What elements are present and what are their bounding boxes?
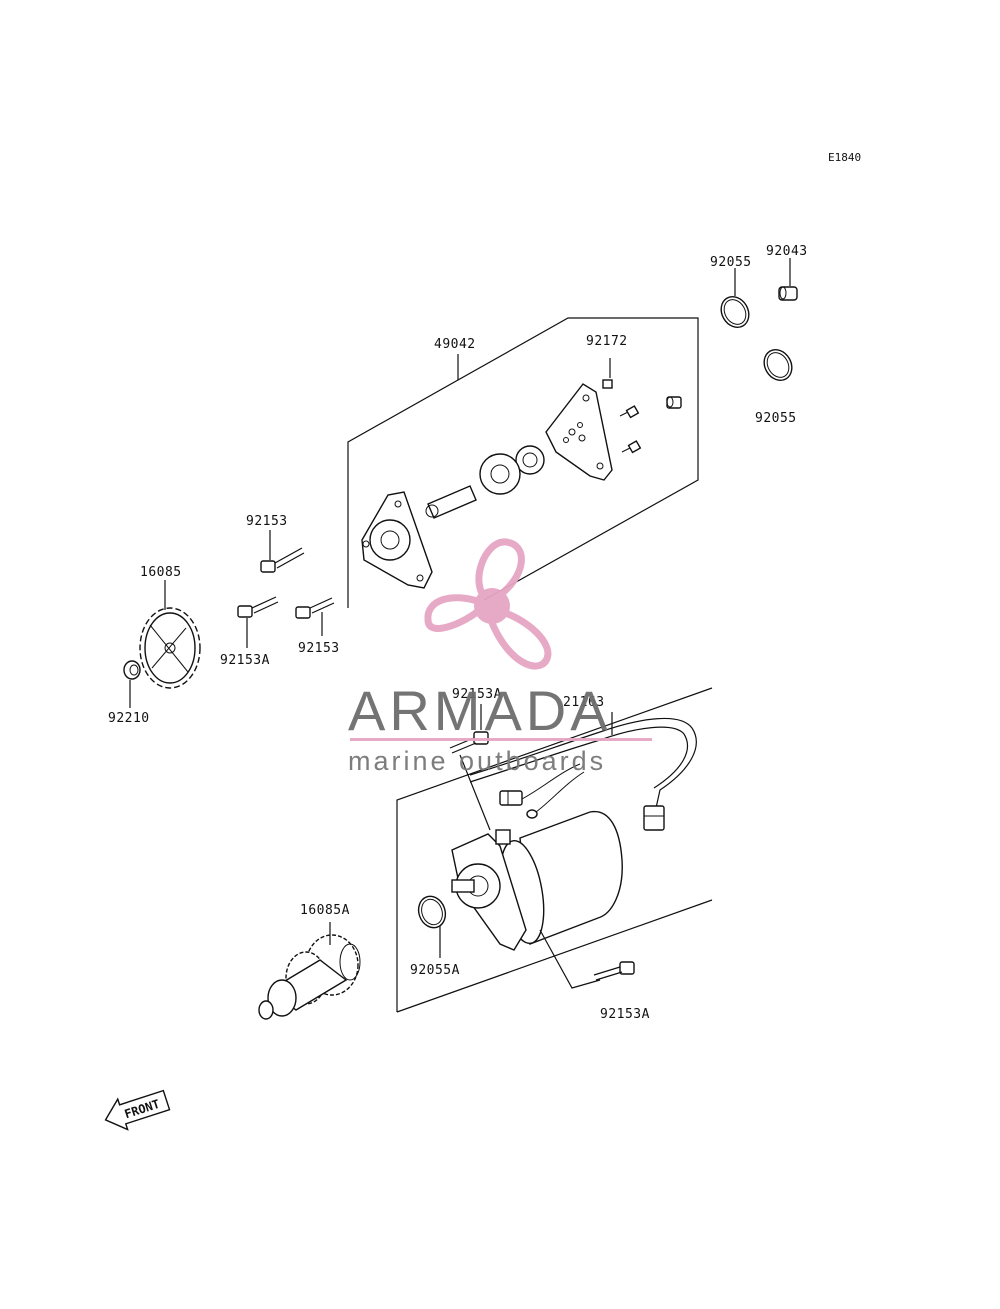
bolt-92153A-left[interactable]: [237, 596, 279, 618]
gear-small[interactable]: [515, 445, 545, 475]
label-92055-top: 92055: [710, 255, 752, 270]
label-92043: 92043: [766, 244, 808, 259]
bush-92043[interactable]: [778, 286, 798, 301]
label-49042: 49042: [434, 337, 476, 352]
label-92153A-b: 92153A: [452, 687, 502, 702]
small-collar[interactable]: [666, 396, 682, 409]
bolt-92153-lower[interactable]: [295, 597, 335, 619]
connector-left[interactable]: [499, 790, 523, 806]
label-92210: 92210: [108, 711, 150, 726]
label-92055A: 92055A: [410, 963, 460, 978]
front-arrow: FRONT: [104, 1089, 171, 1131]
o-ring-92055-top[interactable]: [716, 292, 755, 333]
label-92172: 92172: [586, 334, 628, 349]
o-ring-92055-mid[interactable]: [759, 345, 798, 386]
small-screw-b[interactable]: [621, 440, 642, 454]
bolt-92153-upper[interactable]: [260, 547, 305, 573]
diagram-code: E1840: [828, 151, 861, 164]
label-16085A: 16085A: [300, 903, 350, 918]
label-92153A-a: 92153A: [220, 653, 270, 668]
gear-medium[interactable]: [479, 453, 521, 495]
label-92153-b: 92153: [298, 641, 340, 656]
connector-right[interactable]: [643, 805, 665, 831]
watermark-tagline: marine outboards: [348, 746, 606, 776]
starter-clutch-16085A[interactable]: [258, 934, 361, 1020]
cover-plate[interactable]: [361, 491, 433, 589]
watermark-divider: [350, 738, 652, 741]
label-92055-mid: 92055: [755, 411, 797, 426]
watermark-name: ARMADA: [348, 679, 612, 742]
frame-49042: [347, 317, 699, 608]
small-screw-a[interactable]: [619, 405, 640, 419]
nut-92210[interactable]: [123, 660, 141, 680]
wire-harness[interactable]: [469, 717, 697, 813]
sprocket-16085[interactable]: [139, 607, 201, 689]
propeller-icon: [424, 538, 552, 670]
o-ring-92055A[interactable]: [414, 893, 449, 932]
starter-motor-21163[interactable]: [451, 810, 623, 951]
bracket-plate[interactable]: [545, 383, 613, 481]
label-16085: 16085: [140, 565, 182, 580]
label-92153A-c: 92153A: [600, 1007, 650, 1022]
label-21163: 21163: [563, 695, 605, 710]
label-92153-a: 92153: [246, 514, 288, 529]
watermark-logo: ARMADA marine outboards: [348, 538, 652, 776]
shaft[interactable]: [425, 485, 477, 519]
terminal-ring[interactable]: [526, 809, 538, 819]
screw-92172[interactable]: [602, 358, 613, 389]
bolt-92153A-lower[interactable]: [593, 961, 635, 981]
